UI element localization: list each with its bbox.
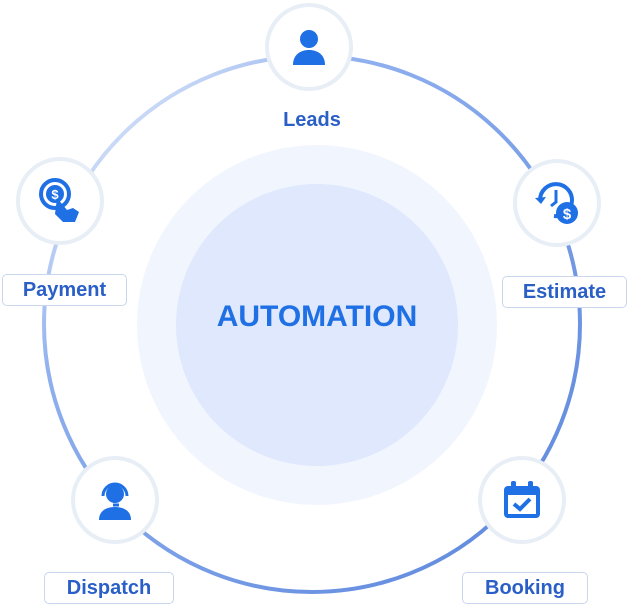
label-dispatch: Dispatch xyxy=(44,572,174,604)
headset-agent-icon xyxy=(99,482,131,520)
tap-pay-icon: $ xyxy=(39,178,79,222)
node-estimate[interactable]: $ xyxy=(513,159,601,247)
center-inner-circle xyxy=(176,184,458,466)
label-estimate: Estimate xyxy=(502,276,627,308)
node-booking[interactable] xyxy=(478,456,566,544)
node-leads[interactable] xyxy=(265,3,353,91)
user-icon xyxy=(293,30,325,65)
label-leads: Leads xyxy=(283,108,341,131)
label-booking: Booking xyxy=(462,572,588,604)
svg-text:$: $ xyxy=(51,187,59,202)
svg-text:$: $ xyxy=(563,206,572,223)
clock-dollar-icon: $ xyxy=(535,182,578,224)
label-payment: Payment xyxy=(2,274,127,306)
center-title: AUTOMATION xyxy=(216,300,418,333)
calendar-check-icon xyxy=(504,481,540,518)
node-payment[interactable]: $ xyxy=(16,157,104,245)
node-dispatch[interactable] xyxy=(71,456,159,544)
